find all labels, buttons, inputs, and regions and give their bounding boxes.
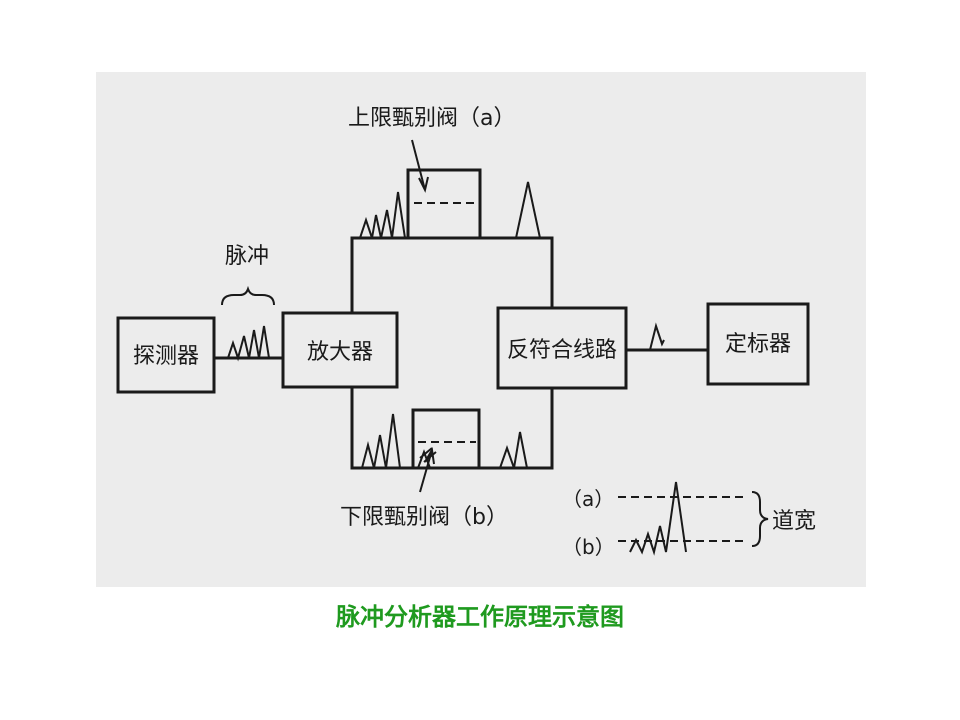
upper-discriminator-box [406,168,482,240]
amplifier-label: 放大器 [307,340,373,365]
lower-discriminator-arrow [419,447,435,493]
scanned-figure-background [96,72,866,587]
detector-box [116,316,216,394]
scaler-label: 定标器 [725,332,791,357]
upper-output-pulse [515,181,541,239]
lower-discriminator-box [411,408,481,470]
channel-width-brace [751,491,769,547]
legend-a-label: （a） [562,487,614,511]
legend-pulses [629,481,687,556]
amplifier-box [281,311,399,389]
pulse-brace [221,285,275,306]
pulse-label: 脉冲 [225,244,269,269]
channel-width-label: 道宽 [772,509,816,534]
scaler-box [706,302,810,386]
lower-branch-pulses [361,413,401,469]
lower-output-pulses [499,431,528,469]
upper-branch-pulses [359,191,406,239]
figure-caption: 脉冲分析器工作原理示意图 [336,603,624,631]
lower-branch-line [350,387,554,470]
detector-output-pulses [227,325,270,362]
upper-discriminator-arrow [411,139,429,193]
upper-branch-line [350,236,554,313]
legend-b-label: （b） [562,535,615,559]
scaler-input-pulse [649,322,665,351]
upper-discriminator-label: 上限甄别阀（a） [348,106,515,131]
coincidence-box [496,306,628,390]
detector-label: 探测器 [133,344,199,369]
lower-discriminator-label: 下限甄别阀（b） [340,505,508,530]
coincidence-label: 反符合线路 [507,338,617,363]
